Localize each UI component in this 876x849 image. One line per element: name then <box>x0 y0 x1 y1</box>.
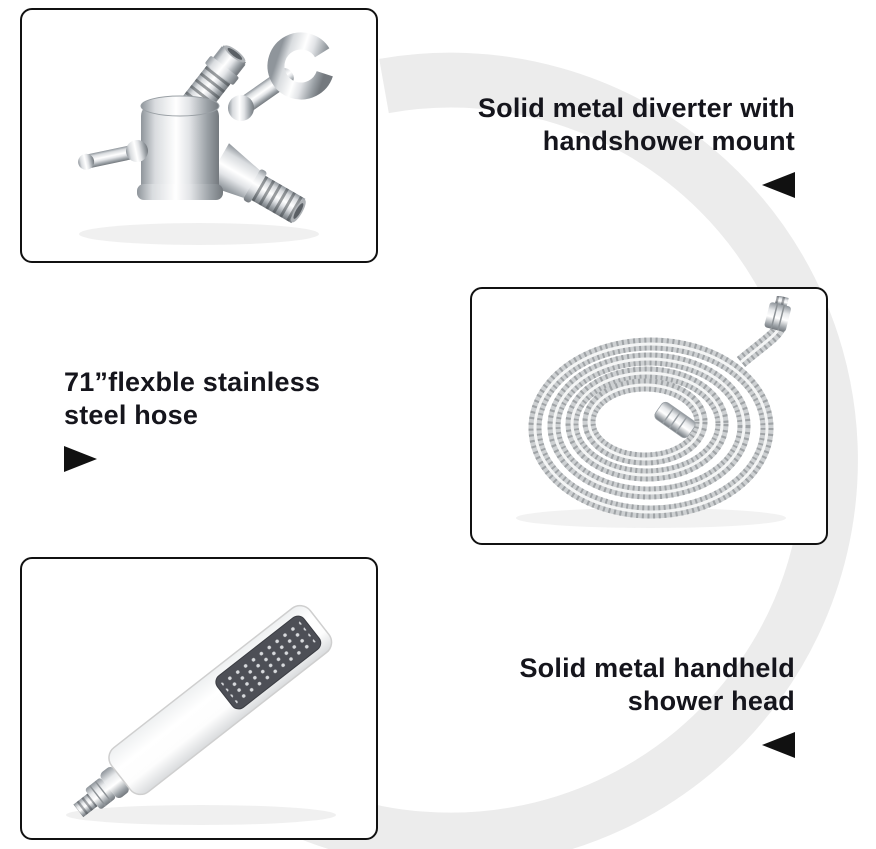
callout-handheld: Solid metal handheld shower head <box>519 652 795 758</box>
handheld-shower-image <box>66 604 336 825</box>
callout-hose-line-1: 71”flexble stainless <box>64 367 321 397</box>
diverter-image <box>78 32 335 245</box>
diverter-photo-box <box>20 8 378 263</box>
callout-hose-line-2: steel hose <box>64 400 199 431</box>
arrow-left-icon <box>762 171 795 198</box>
hose-photo-box <box>470 287 828 545</box>
callout-handheld-line-2: shower head <box>627 686 795 717</box>
hose-image <box>516 296 791 528</box>
arrow-left-icon <box>762 731 795 758</box>
arrow-right-icon <box>64 445 97 472</box>
callout-diverter-line-2: handshower mount <box>542 126 795 157</box>
callout-diverter-line-1: Solid metal diverter with <box>477 93 795 123</box>
callout-diverter: Solid metal diverter with handshower mou… <box>478 92 795 198</box>
callout-hose: 71”flexble stainless steel hose <box>64 366 320 472</box>
callout-handheld-line-1: Solid metal handheld <box>519 653 795 683</box>
handheld-photo-box <box>20 557 378 840</box>
